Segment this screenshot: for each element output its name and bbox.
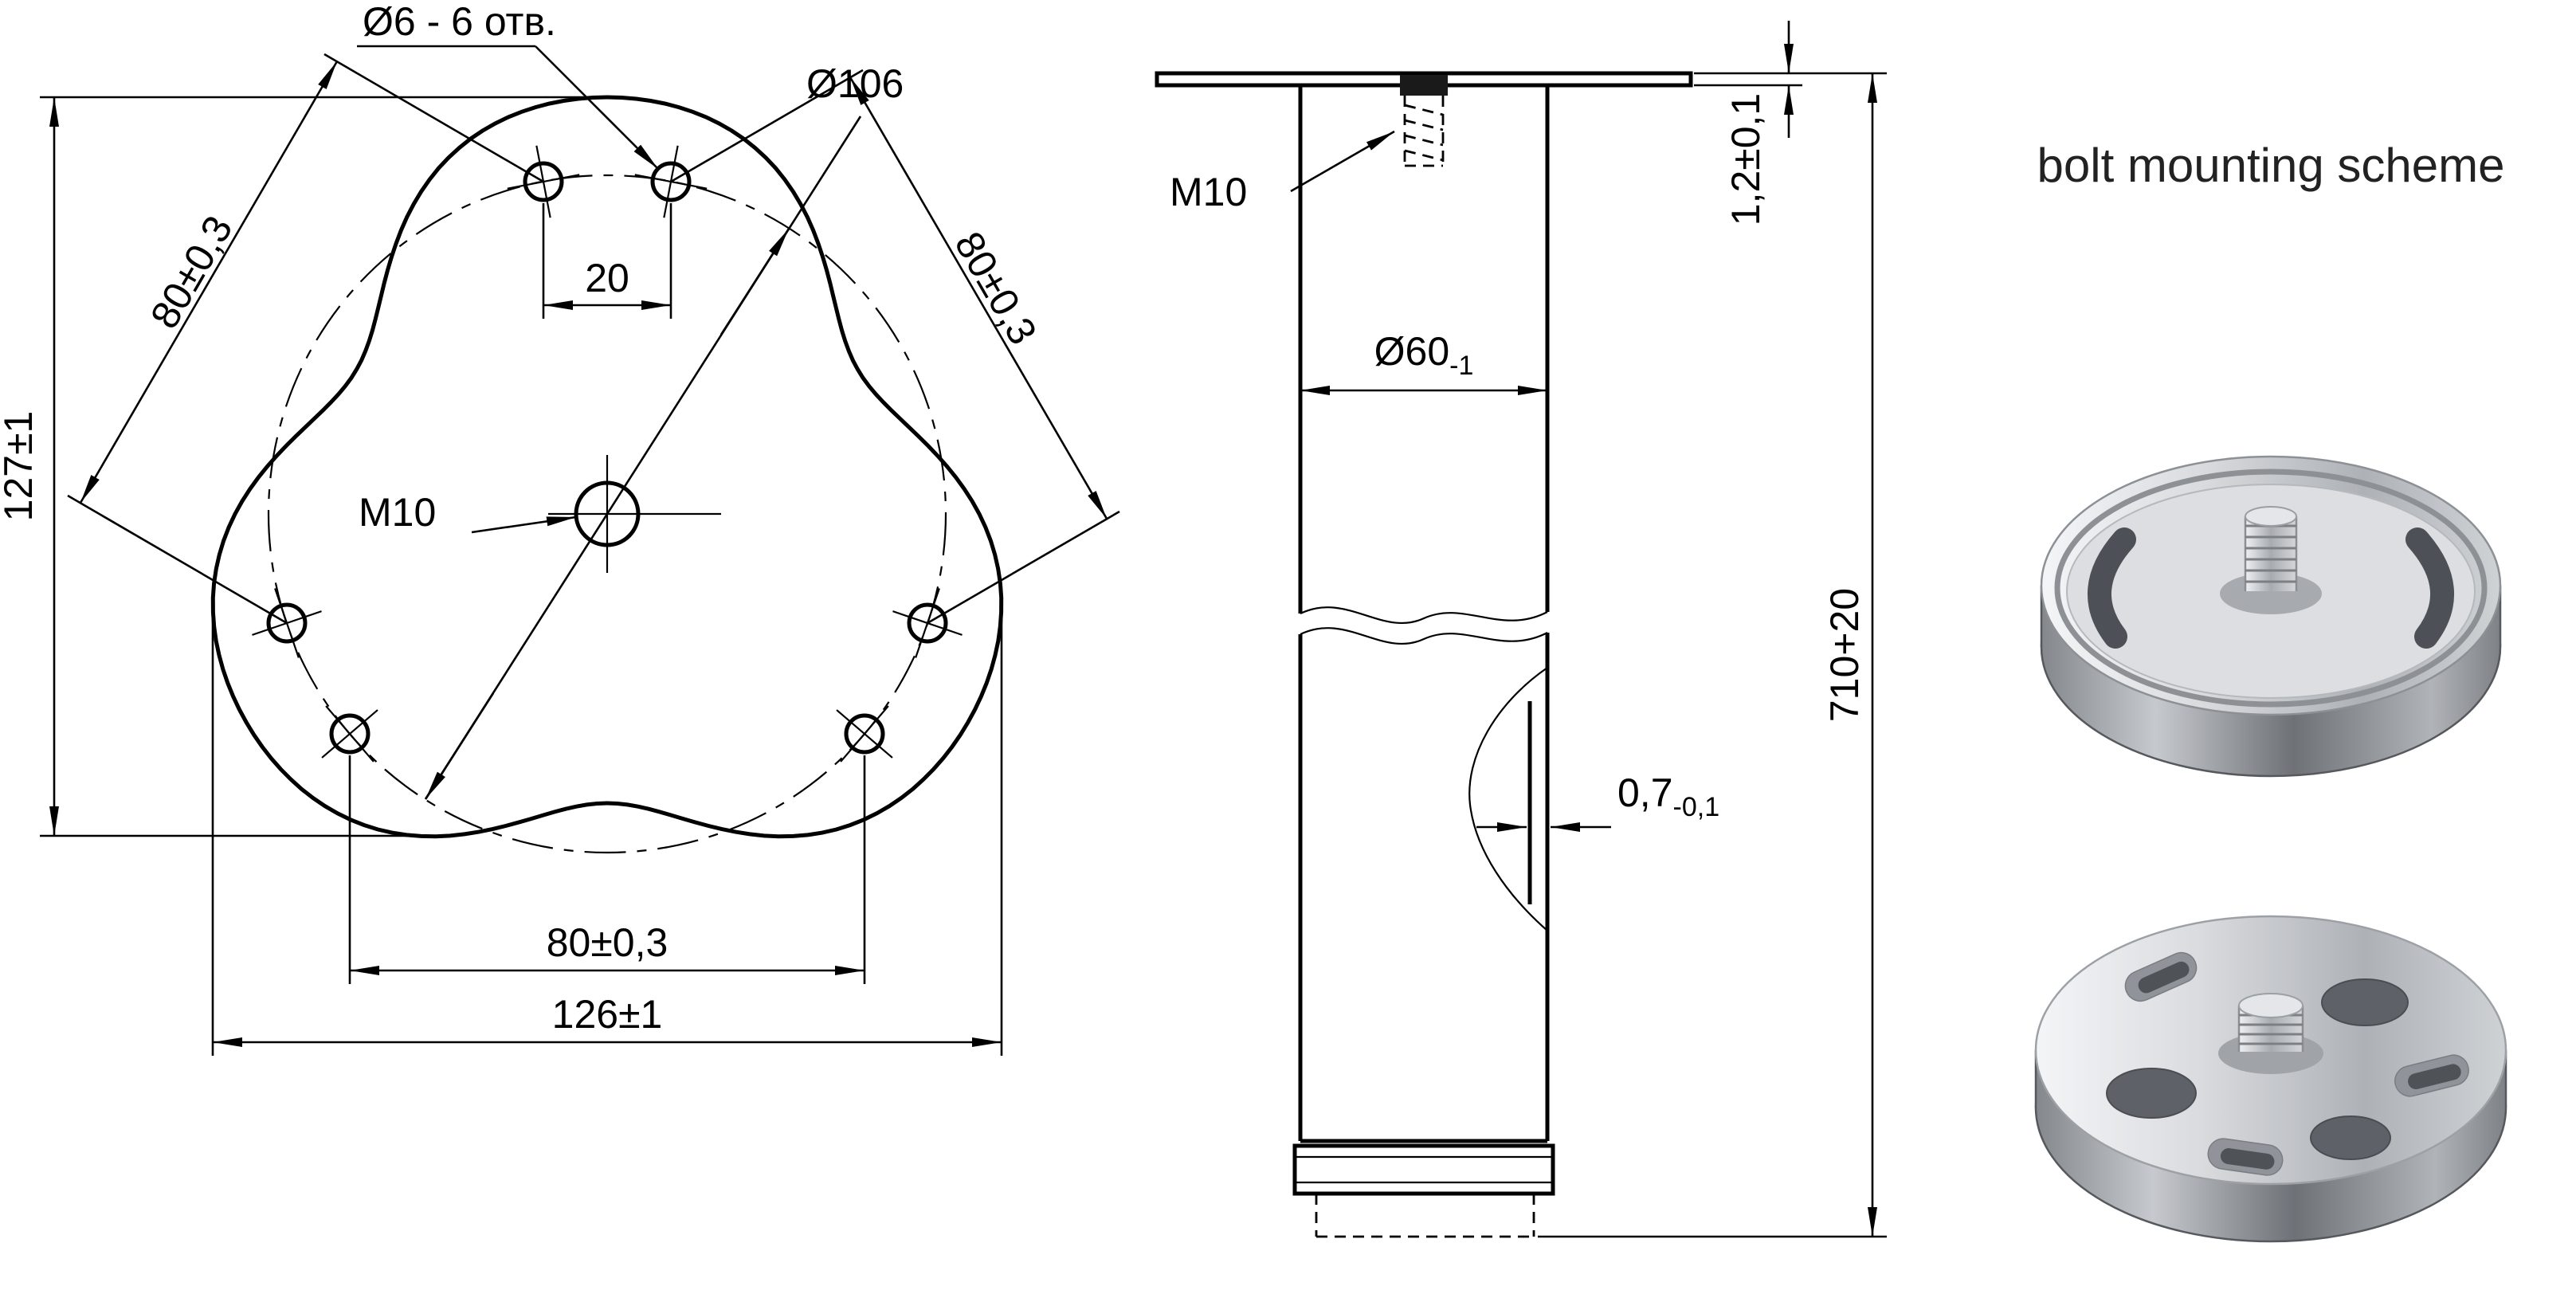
cutaway-boundary	[1468, 667, 1548, 931]
extension-line	[323, 53, 544, 183]
collar-outline	[1292, 1143, 1555, 1196]
dimension-line	[849, 76, 1108, 520]
leg-height-label: 710+20	[1822, 588, 1867, 722]
dim-diameter-label: Ø60-1	[1374, 329, 1474, 381]
dim-thread-callout: M10	[1170, 130, 1395, 214]
dim-center-thread: M10	[359, 490, 577, 535]
thread-hatch	[1404, 149, 1444, 162]
plate-thickness-label: 1,2±0,1	[1723, 93, 1768, 225]
dim-20: 20	[542, 203, 672, 319]
wall-section-cutaway: 0,7-0,1	[1468, 667, 1719, 931]
plate-big-hole	[2321, 978, 2409, 1026]
bolt-hole-circle	[523, 161, 564, 202]
hole-centerline	[325, 705, 374, 763]
mounting-scheme: bolt mounting scheme	[2034, 139, 2507, 1243]
plate-slot	[2207, 1138, 2284, 1176]
bolt-circle-arrow-2	[424, 692, 495, 800]
dim-bolt-circle: Ø106	[424, 61, 904, 800]
dim-plate-thickness: 1,2±0,1	[1694, 21, 1802, 225]
dim-80-left-label: 80±0,3	[142, 208, 241, 335]
slot-through-hole	[2220, 1148, 2275, 1170]
bottom-collar	[1292, 1143, 1555, 1196]
dim-126: 126±1	[211, 618, 1003, 1056]
dim-80-bottom-label: 80±0,3	[547, 920, 669, 965]
plate-big-hole	[2106, 1068, 2197, 1119]
hidden-thread	[1403, 96, 1445, 167]
thread-hatch	[1404, 119, 1444, 131]
plate-slot	[2394, 1054, 2469, 1097]
bolt-top-face	[2245, 506, 2297, 527]
plate-slot	[2124, 951, 2198, 1002]
dim-80-right-label: 80±0,3	[946, 224, 1045, 351]
dim-holes-callout: Ø6 - 6 отв.	[357, 0, 659, 170]
plate-big-hole	[2310, 1116, 2391, 1160]
center-thread-leader	[471, 516, 577, 534]
break-line	[1300, 606, 1548, 624]
slot-through-hole	[2138, 961, 2190, 994]
bolt-hole-circle	[844, 713, 885, 755]
holes-label: Ø6 - 6 отв.	[363, 0, 556, 44]
render-cup-with-bolt	[2040, 455, 2502, 778]
wall-thickness-label: 0,7-0,1	[1617, 770, 1719, 822]
dim-diameter: Ø60-1	[1300, 329, 1547, 395]
plate-big-holes	[2106, 978, 2409, 1160]
dim-126-label: 126±1	[552, 992, 663, 1037]
center-thread-label: M10	[359, 490, 436, 535]
dim-127-label: 127±1	[0, 411, 41, 522]
plate-slots	[2124, 951, 2469, 1176]
extension-line	[927, 510, 1120, 625]
bolt-hole-circle	[650, 161, 692, 202]
slot-through-hole	[2408, 1064, 2461, 1090]
extension-line	[670, 69, 864, 183]
extension-line	[67, 494, 288, 625]
dim-127: 127±1	[0, 96, 594, 837]
render-plate-with-holes	[2034, 915, 2507, 1243]
bolt-holes	[252, 145, 963, 763]
break-line	[1300, 627, 1548, 645]
bolt-hole-circle	[907, 602, 948, 644]
bolt-hole-circle	[266, 602, 308, 644]
scheme-title: bolt mounting scheme	[2037, 139, 2505, 192]
thread-label: M10	[1170, 170, 1247, 214]
thread-hatch	[1404, 134, 1444, 147]
hidden-foot	[1315, 1194, 1535, 1238]
dim-80-bottom: 80±0,3	[348, 755, 866, 984]
thread-hatch	[1404, 104, 1444, 116]
dim-leg-height: 710+20	[1538, 72, 1887, 1238]
cup-rim-inner-shadow	[2054, 469, 2488, 708]
weld-nut	[1400, 75, 1448, 96]
tube-outline	[1298, 85, 1550, 1143]
center-hole-circle	[574, 480, 641, 547]
dimension-line	[79, 61, 339, 504]
plate-top-view: Ø6 - 6 отв. Ø106 M10 80±0,3	[0, 0, 1120, 1056]
dim-80-left: 80±0,3	[67, 53, 544, 625]
cup-cutout-left	[2087, 527, 2136, 649]
holes-label-leader	[535, 45, 659, 170]
hole-centerline	[840, 705, 889, 763]
bolt-circle-label: Ø106	[806, 61, 904, 106]
bolt-hole-circle	[329, 713, 371, 755]
dim-80-right: 80±0,3	[670, 69, 1120, 625]
bolt-shank	[2245, 516, 2296, 591]
bolt-circle-arrow-1	[719, 228, 790, 335]
dim-20-label: 20	[585, 256, 629, 300]
leg-side-view: M10 Ø60-1 0,7-0,1	[1155, 21, 1887, 1238]
cup-cutout-right	[2405, 527, 2455, 649]
thread-leader	[1290, 130, 1395, 193]
boss-top-face	[2238, 993, 2304, 1018]
plate-outline	[210, 95, 1004, 839]
